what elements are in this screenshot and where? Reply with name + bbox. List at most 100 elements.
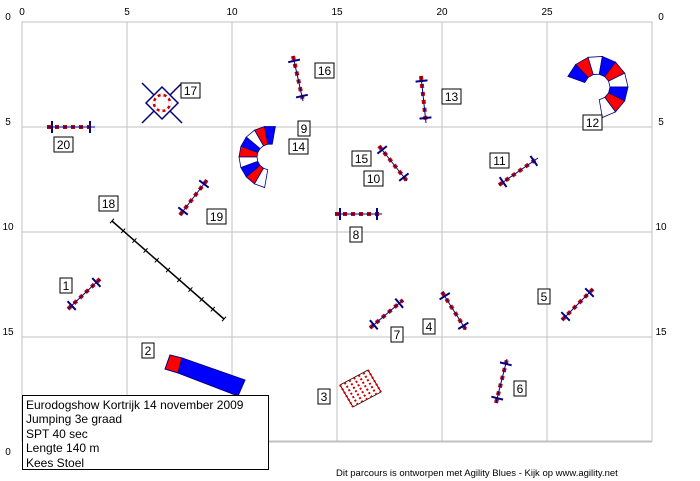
jump-bar-outline xyxy=(495,358,508,404)
obstacle-7-jump xyxy=(368,298,405,330)
number-text: 12 xyxy=(586,116,600,130)
obstacle-number-2: 2 xyxy=(141,342,155,359)
number-text: 5 xyxy=(541,290,548,304)
jump-wing xyxy=(288,58,301,64)
weave-pole xyxy=(367,369,382,393)
obstacle-18-line xyxy=(109,218,227,322)
number-box xyxy=(390,326,404,343)
jump-wing xyxy=(415,79,428,83)
obstacle-number-14: 14 xyxy=(288,138,309,155)
number-box xyxy=(53,136,74,153)
jump-bar-outline xyxy=(378,145,408,182)
jump-bar-outline xyxy=(561,288,594,321)
jump-wing xyxy=(498,176,508,188)
obstacle-number-16: 16 xyxy=(314,62,335,79)
number-text: 14 xyxy=(292,140,306,154)
obstacle-4-jump xyxy=(439,290,469,332)
jump-bar-outline xyxy=(369,299,404,329)
number-text: 11 xyxy=(493,154,506,168)
info-spt: SPT 40 sec xyxy=(26,426,88,441)
line-tick xyxy=(132,238,137,244)
number-box xyxy=(98,195,119,212)
number-box xyxy=(314,62,335,79)
axis-tick-label: 5 xyxy=(658,117,664,128)
number-box xyxy=(180,82,201,99)
number-text: 6 xyxy=(517,382,524,396)
jump-bar-outline xyxy=(179,179,208,216)
weave-pole xyxy=(339,384,354,408)
number-box xyxy=(489,152,510,169)
axis-tick-label: 15 xyxy=(655,327,667,338)
number-text: 16 xyxy=(318,64,332,78)
obstacle-3-weave xyxy=(339,369,382,408)
line-tick xyxy=(109,218,115,224)
obstacle-8-jump xyxy=(335,208,382,220)
obstacle-number-5: 5 xyxy=(537,288,551,305)
axis-tick-label: 15 xyxy=(331,7,343,18)
number-box xyxy=(351,150,372,167)
number-text: 3 xyxy=(321,390,328,404)
number-text: 17 xyxy=(184,84,198,98)
obstacle-number-11: 11 xyxy=(489,152,510,169)
obstacle-number-1: 1 xyxy=(59,277,73,294)
jump-bar-outline xyxy=(292,55,304,102)
obstacle-number-20: 20 xyxy=(53,136,74,153)
jump-wing xyxy=(177,206,189,216)
line-tick xyxy=(176,277,182,283)
weave-pole xyxy=(362,371,378,396)
number-box xyxy=(537,288,551,305)
obstacle-12-tunnel xyxy=(567,55,629,119)
chute-cloth xyxy=(177,357,246,397)
tunnel-segment xyxy=(598,96,617,119)
line-tick xyxy=(120,228,126,234)
number-box xyxy=(363,170,384,187)
obstacle-6-jump xyxy=(491,358,512,404)
obstacle-number-19: 19 xyxy=(206,208,227,225)
info-class: Jumping 3e graad xyxy=(26,412,123,427)
table-ring-stripes xyxy=(152,93,172,113)
number-text: 19 xyxy=(210,210,224,224)
obstacles xyxy=(47,55,629,408)
number-box xyxy=(422,318,436,335)
jump-wing xyxy=(398,172,410,182)
jump-wing xyxy=(499,361,512,367)
number-text: 2 xyxy=(145,344,152,358)
jump-bar-outline xyxy=(67,278,101,310)
axis-tick-label: 10 xyxy=(2,222,14,233)
jump-wing xyxy=(560,311,571,322)
obstacle-16-jump xyxy=(288,55,308,102)
obstacle-number-3: 3 xyxy=(317,388,331,405)
jump-bar-outline xyxy=(420,75,427,124)
obstacle-2-chute xyxy=(164,354,246,397)
number-box xyxy=(441,88,462,105)
jump-wing xyxy=(457,321,469,330)
number-text: 8 xyxy=(353,228,360,242)
obstacle-11-jump xyxy=(497,155,540,188)
obstacle-number-6: 6 xyxy=(513,380,527,397)
number-text: 20 xyxy=(57,138,71,152)
obstacle-20-jump xyxy=(47,121,95,133)
obstacle-number-8: 8 xyxy=(349,226,363,243)
number-text: 4 xyxy=(426,320,433,334)
line-tick xyxy=(154,257,160,263)
number-box xyxy=(288,138,309,155)
number-text: 10 xyxy=(367,172,381,186)
obstacle-19-jump xyxy=(177,178,210,217)
obstacle-9-14-tunnel xyxy=(238,125,276,189)
obstacle-13-jump xyxy=(415,75,432,124)
number-box xyxy=(206,208,227,225)
line-tick xyxy=(199,296,204,302)
obstacle-17-table xyxy=(141,82,183,124)
jump-bar-outline xyxy=(498,157,539,186)
jump-wing xyxy=(584,287,595,298)
obstacle-number-13: 13 xyxy=(441,88,462,105)
obstacle-number-10: 10 xyxy=(363,170,384,187)
line-tick xyxy=(221,316,227,322)
axis-tick-label: 0 xyxy=(5,12,11,23)
number-text: 18 xyxy=(102,197,116,211)
jump-wing xyxy=(529,155,539,167)
jump-wing xyxy=(376,145,388,155)
jump-bar-outline xyxy=(441,291,467,331)
number-box xyxy=(582,114,603,131)
